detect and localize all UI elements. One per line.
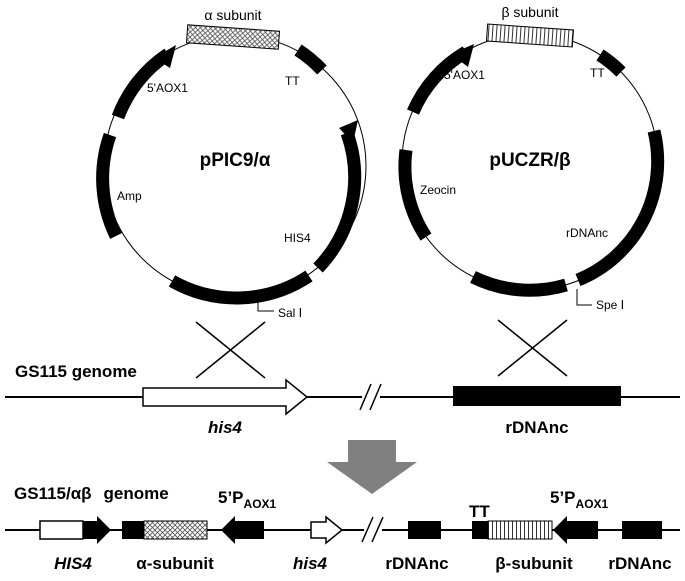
genome-rdna-block (453, 386, 621, 406)
rec-rdna-label-1: rDNAnc (385, 554, 448, 573)
alpha-bottom-segment (168, 270, 313, 305)
rec-alpha-insert (143, 520, 208, 540)
rec-beta-insert (487, 520, 553, 540)
rec-aox1-label-1: 5’PAOX1 (218, 488, 277, 511)
rec-aox1-arrow-1 (221, 516, 264, 544)
genome-title: GS115 genome (15, 362, 137, 381)
rec-rdna-block-1 (408, 521, 441, 539)
rec-his4-box (39, 520, 84, 540)
beta-marker-rdna: rDNAnc (566, 226, 608, 240)
beta-aox1-arrowhead (451, 44, 474, 67)
rec-his4-small-arrow (310, 515, 344, 545)
rec-his4-small-label: his4 (293, 554, 328, 573)
transition-down-arrow (327, 440, 417, 494)
alpha-tt-block (294, 44, 327, 75)
rec-break-slash-1 (361, 516, 374, 543)
rec-alpha-label: α-subunit (136, 554, 214, 573)
genome-his4-label: his4 (208, 418, 243, 437)
alpha-his4-segment (313, 130, 362, 273)
beta-plasmid-name: pUCZR/β (489, 150, 570, 171)
plasmid-alpha: α subunit 5'AOX1 TT pPIC9/α Amp HIS4 Sal… (96, 7, 367, 320)
beta-marker-zeocin: Zeocin (420, 183, 456, 197)
crossover-marks (195, 319, 568, 379)
beta-bottom-segment (470, 271, 568, 297)
alpha-plasmid-name: pPIC9/α (200, 150, 271, 171)
genome-break-slash-1 (359, 383, 372, 411)
beta-promoter-label: 5'AOX1 (444, 68, 485, 82)
alpha-site-marker (257, 295, 274, 312)
beta-zeocin-segment (398, 149, 432, 241)
alpha-terminator-label: TT (285, 74, 300, 88)
rec-break-gap (364, 519, 382, 541)
beta-rdna-segment (575, 129, 665, 287)
crossover-alpha-line-2 (195, 321, 266, 379)
rec-tt-block (472, 521, 488, 539)
genome-break-gap (362, 386, 380, 408)
crossover-beta-line-2 (497, 319, 568, 377)
alpha-marker-amp: Amp (117, 189, 142, 203)
rec-rdna-block-2 (622, 521, 662, 539)
rec-aox1-label-2: 5’PAOX1 (550, 488, 609, 511)
rec-beta-label: β-subunit (495, 554, 573, 573)
plasmid-beta: β subunit 5'AOX1 TT pUCZR/β Zeocin rDNAn… (398, 4, 665, 312)
rec-his4-label: HIS4 (54, 554, 92, 573)
beta-site-marker (576, 289, 592, 306)
beta-terminator-label: TT (590, 66, 605, 80)
rec-his4-arrow (83, 516, 111, 544)
alpha-his4-arrowhead (339, 120, 358, 143)
alpha-insert-label: α subunit (204, 7, 261, 23)
beta-insert-label: β subunit (501, 4, 558, 20)
alpha-insert-box (185, 24, 281, 50)
rec-tt-label: TT (469, 502, 490, 521)
genome-break-slash-2 (369, 383, 382, 411)
rec-break-slash-2 (371, 516, 384, 543)
beta-tt-block (596, 49, 626, 77)
genome-rdna-label: rDNAnc (505, 418, 568, 437)
alpha-amp-segment (96, 132, 122, 239)
genome-his4-arrow (142, 378, 309, 416)
alpha-marker-his4: HIS4 (284, 231, 311, 245)
rec-alpha-left-block (122, 521, 144, 539)
beta-site-label: Spe Ⅰ (596, 298, 624, 312)
alpha-aox1-arrowhead (154, 45, 176, 68)
beta-insert-box (485, 23, 574, 48)
alpha-promoter-label: 5'AOX1 (147, 81, 188, 95)
rec-rdna-label-2: rDNAnc (608, 554, 671, 573)
alpha-site-label: Sal Ⅰ (278, 306, 302, 320)
rec-aox1-arrow-2 (553, 516, 598, 544)
genome-track: GS115 genome his4 rDNAnc (5, 362, 680, 437)
beta-aox1-segment (407, 46, 470, 115)
